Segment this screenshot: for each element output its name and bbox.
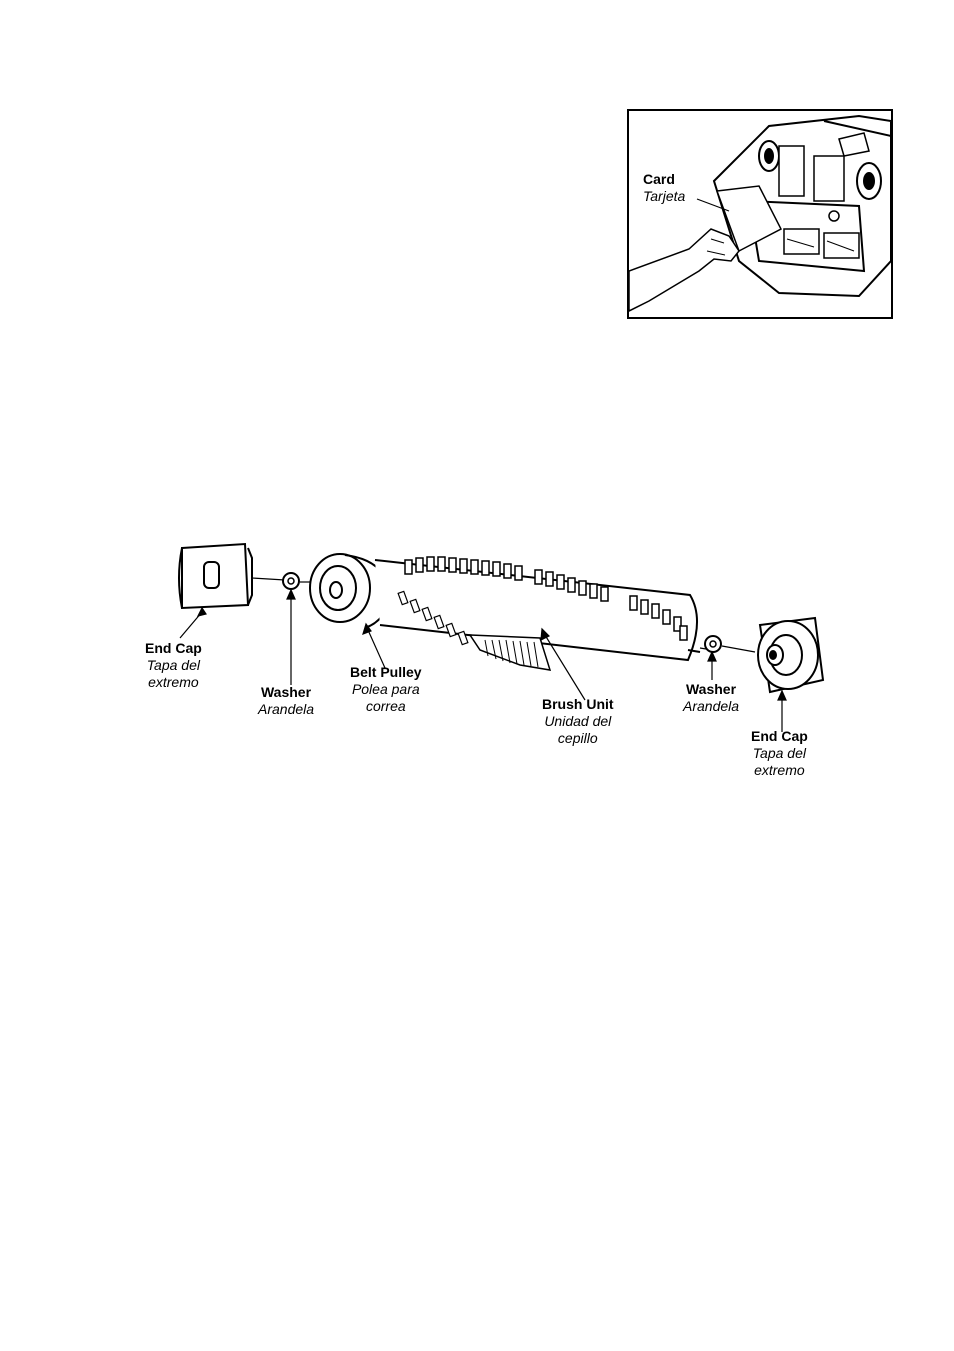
belt-pulley-en: Belt Pulley [350, 664, 422, 681]
belt-pulley-es-2: correa [350, 698, 422, 715]
end-cap-right-label: End Cap Tapa del extremo [751, 728, 808, 779]
washer-left-en: Washer [258, 684, 314, 701]
vacuum-underside-drawing [629, 111, 891, 317]
brush-roll-drawing [140, 520, 840, 785]
belt-pulley-label: Belt Pulley Polea para correa [350, 664, 422, 715]
washer-right-es: Arandela [683, 698, 739, 715]
brush-unit-label: Brush Unit Unidad del cepillo [542, 696, 614, 747]
washer-left-es: Arandela [258, 701, 314, 718]
brush-unit-en: Brush Unit [542, 696, 614, 713]
inset-illustration: Card Tarjeta [627, 109, 893, 319]
end-cap-right-es-2: extremo [751, 762, 808, 779]
washer-right-en: Washer [683, 681, 739, 698]
belt-pulley-es-1: Polea para [350, 681, 422, 698]
end-cap-left-label: End Cap Tapa del extremo [145, 640, 202, 691]
washer-right-label: Washer Arandela [683, 681, 739, 715]
brush-unit-es-2: cepillo [542, 730, 614, 747]
end-cap-left-es-2: extremo [145, 674, 202, 691]
brush-unit-es-1: Unidad del [542, 713, 614, 730]
card-label: Card Tarjeta [643, 171, 685, 205]
end-cap-left-es-1: Tapa del [145, 657, 202, 674]
card-label-en: Card [643, 171, 685, 188]
card-label-es: Tarjeta [643, 188, 685, 205]
washer-left-label: Washer Arandela [258, 684, 314, 718]
end-cap-right-es-1: Tapa del [751, 745, 808, 762]
brush-roll-exploded-diagram: End Cap Tapa del extremo Washer Arandela… [140, 520, 840, 785]
end-cap-right-en: End Cap [751, 728, 808, 745]
end-cap-left-en: End Cap [145, 640, 202, 657]
